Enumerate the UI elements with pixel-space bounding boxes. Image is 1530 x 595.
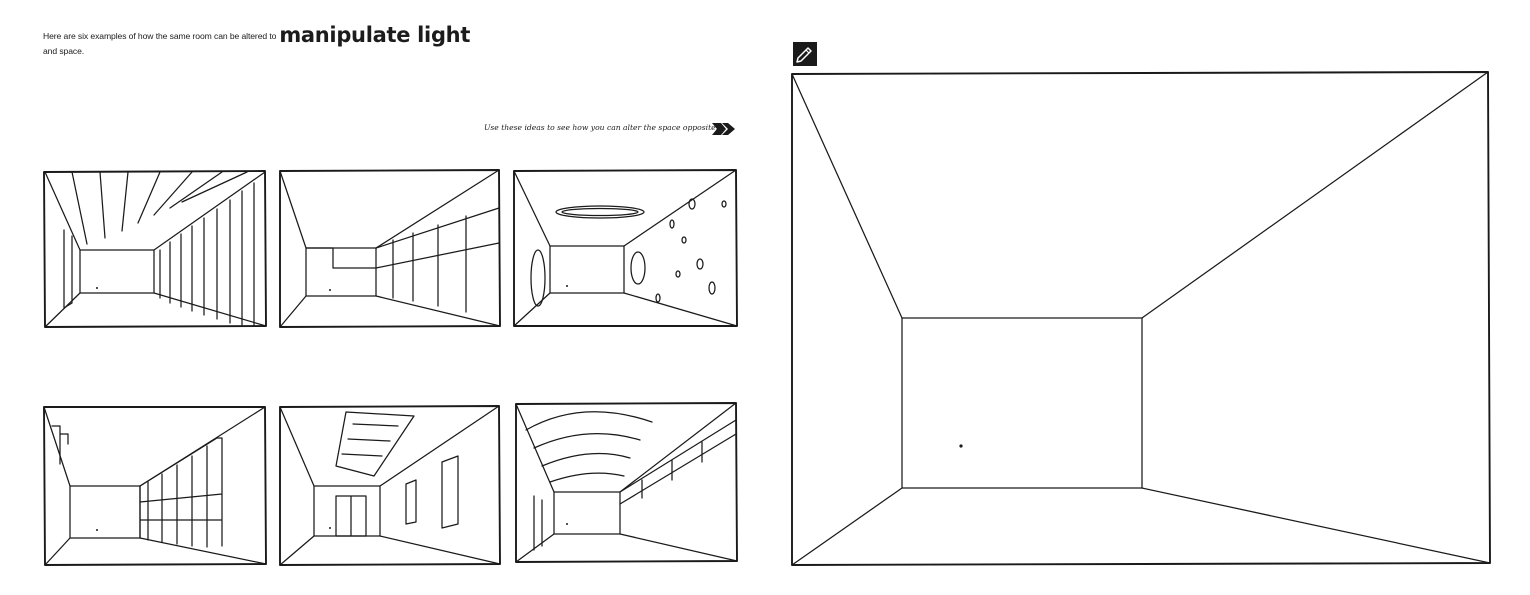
room-sketch-3 <box>513 169 738 327</box>
pencil-icon <box>793 42 817 66</box>
double-arrow-right-icon <box>712 123 735 135</box>
room-sketch-6 <box>515 402 738 563</box>
room-sketch-4 <box>43 406 267 566</box>
intro-text-before: Here are six examples of how the same ro… <box>43 31 277 41</box>
room-sketch-2 <box>279 169 501 328</box>
intro-heading-emphasis: manipulate light <box>279 23 471 47</box>
hint-text: Use these ideas to see how you can alter… <box>484 123 723 132</box>
intro-text-after: and space. <box>43 46 85 56</box>
room-sketch-1 <box>43 170 267 328</box>
room-sketch-5 <box>279 405 501 566</box>
blank-room-sketch <box>791 71 1491 566</box>
intro-text: Here are six examples of how the same ro… <box>43 25 483 59</box>
